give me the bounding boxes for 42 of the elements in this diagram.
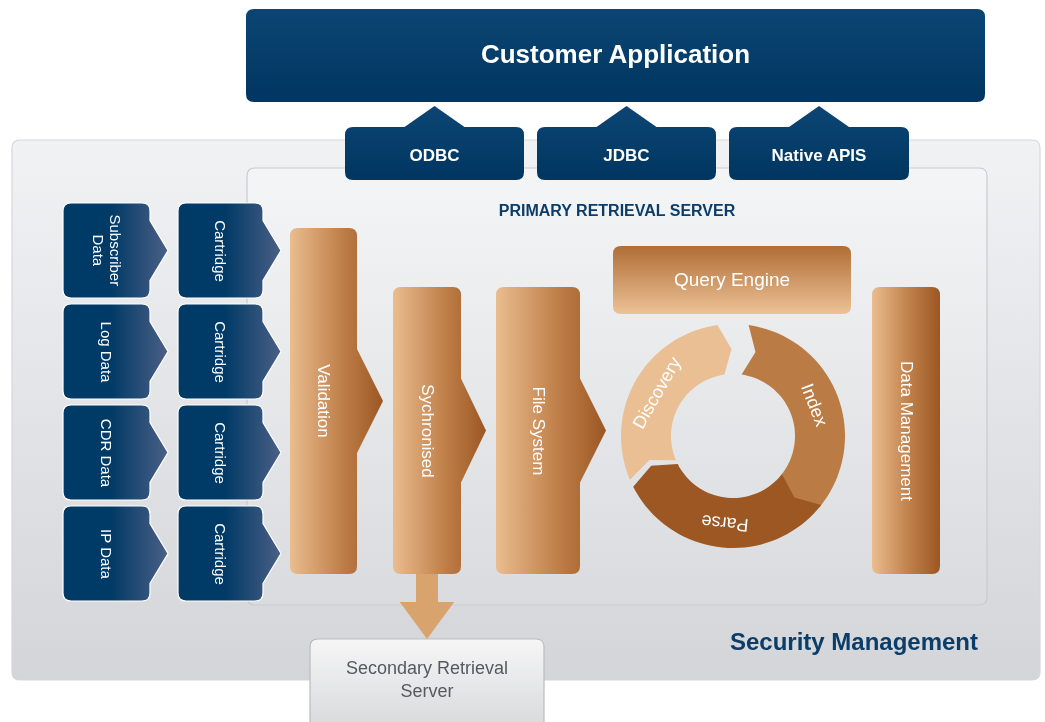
process-column [290, 228, 383, 574]
cycle-segment [741, 325, 845, 508]
panel-heading: Security Management [729, 628, 978, 656]
interface-tab [537, 106, 716, 180]
block-label: Cartridge [211, 320, 230, 383]
block-label: Query Engine [672, 269, 792, 291]
block-label: CDR Data [97, 418, 116, 487]
block-label: Cartridge [211, 219, 230, 282]
block-label: Cartridge [211, 421, 230, 484]
process-column [872, 287, 940, 574]
data-source-block [178, 203, 281, 298]
tab-label: Native APIS [770, 146, 868, 166]
interface-tab [345, 106, 524, 180]
panel-heading: PRIMARY RETRIEVAL SERVER [497, 202, 737, 221]
data-source-block [178, 506, 281, 601]
cycle-segment [621, 325, 732, 480]
block-label: Secondary Retrieval Server [344, 657, 510, 704]
block-label: Log Data [97, 321, 116, 382]
data-source-block [178, 304, 281, 399]
block-label: Data Management [896, 360, 916, 501]
block-label: Cartridge [211, 522, 230, 585]
data-source-block [178, 405, 281, 500]
tab-label: ODBC [408, 146, 461, 166]
server-panel [247, 168, 987, 605]
block-label: Sychronised [417, 383, 437, 478]
tab-label: JDBC [602, 146, 651, 166]
server-box [310, 639, 544, 722]
engine-bar [613, 246, 851, 314]
block-label: IP Data [97, 528, 116, 579]
block-label: Validation [313, 364, 334, 438]
segment-label: Parse [700, 510, 750, 536]
security-panel [12, 140, 1040, 680]
process-column [393, 287, 486, 574]
interface-tab [729, 106, 909, 180]
arrow [399, 574, 455, 639]
cycle-segment [633, 464, 822, 548]
application-banner [246, 9, 985, 102]
banner-title: Customer Application [479, 39, 752, 70]
block-label: Subscriber Data [89, 213, 124, 289]
process-column [496, 287, 606, 574]
block-label: File System [528, 386, 548, 475]
segment-label: Index [796, 380, 832, 430]
